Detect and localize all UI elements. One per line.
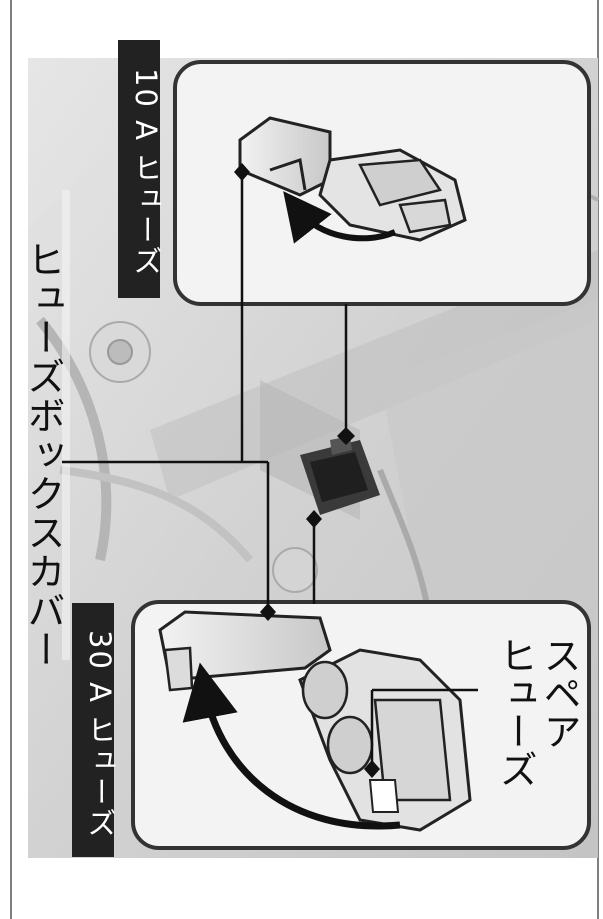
fuse-box-cover-label: ヒューズボックスカバー <box>21 240 65 669</box>
leader-markers <box>234 163 380 778</box>
spare-fuse-label: スペア ヒューズ <box>493 636 581 788</box>
fuse-30a-label: 30 A ヒューズ <box>72 603 117 857</box>
leader-lines <box>62 172 478 768</box>
callout-10a <box>173 60 591 306</box>
callout-30a <box>131 600 591 850</box>
fuse-10a-label: 10 A ヒューズ <box>118 40 163 298</box>
